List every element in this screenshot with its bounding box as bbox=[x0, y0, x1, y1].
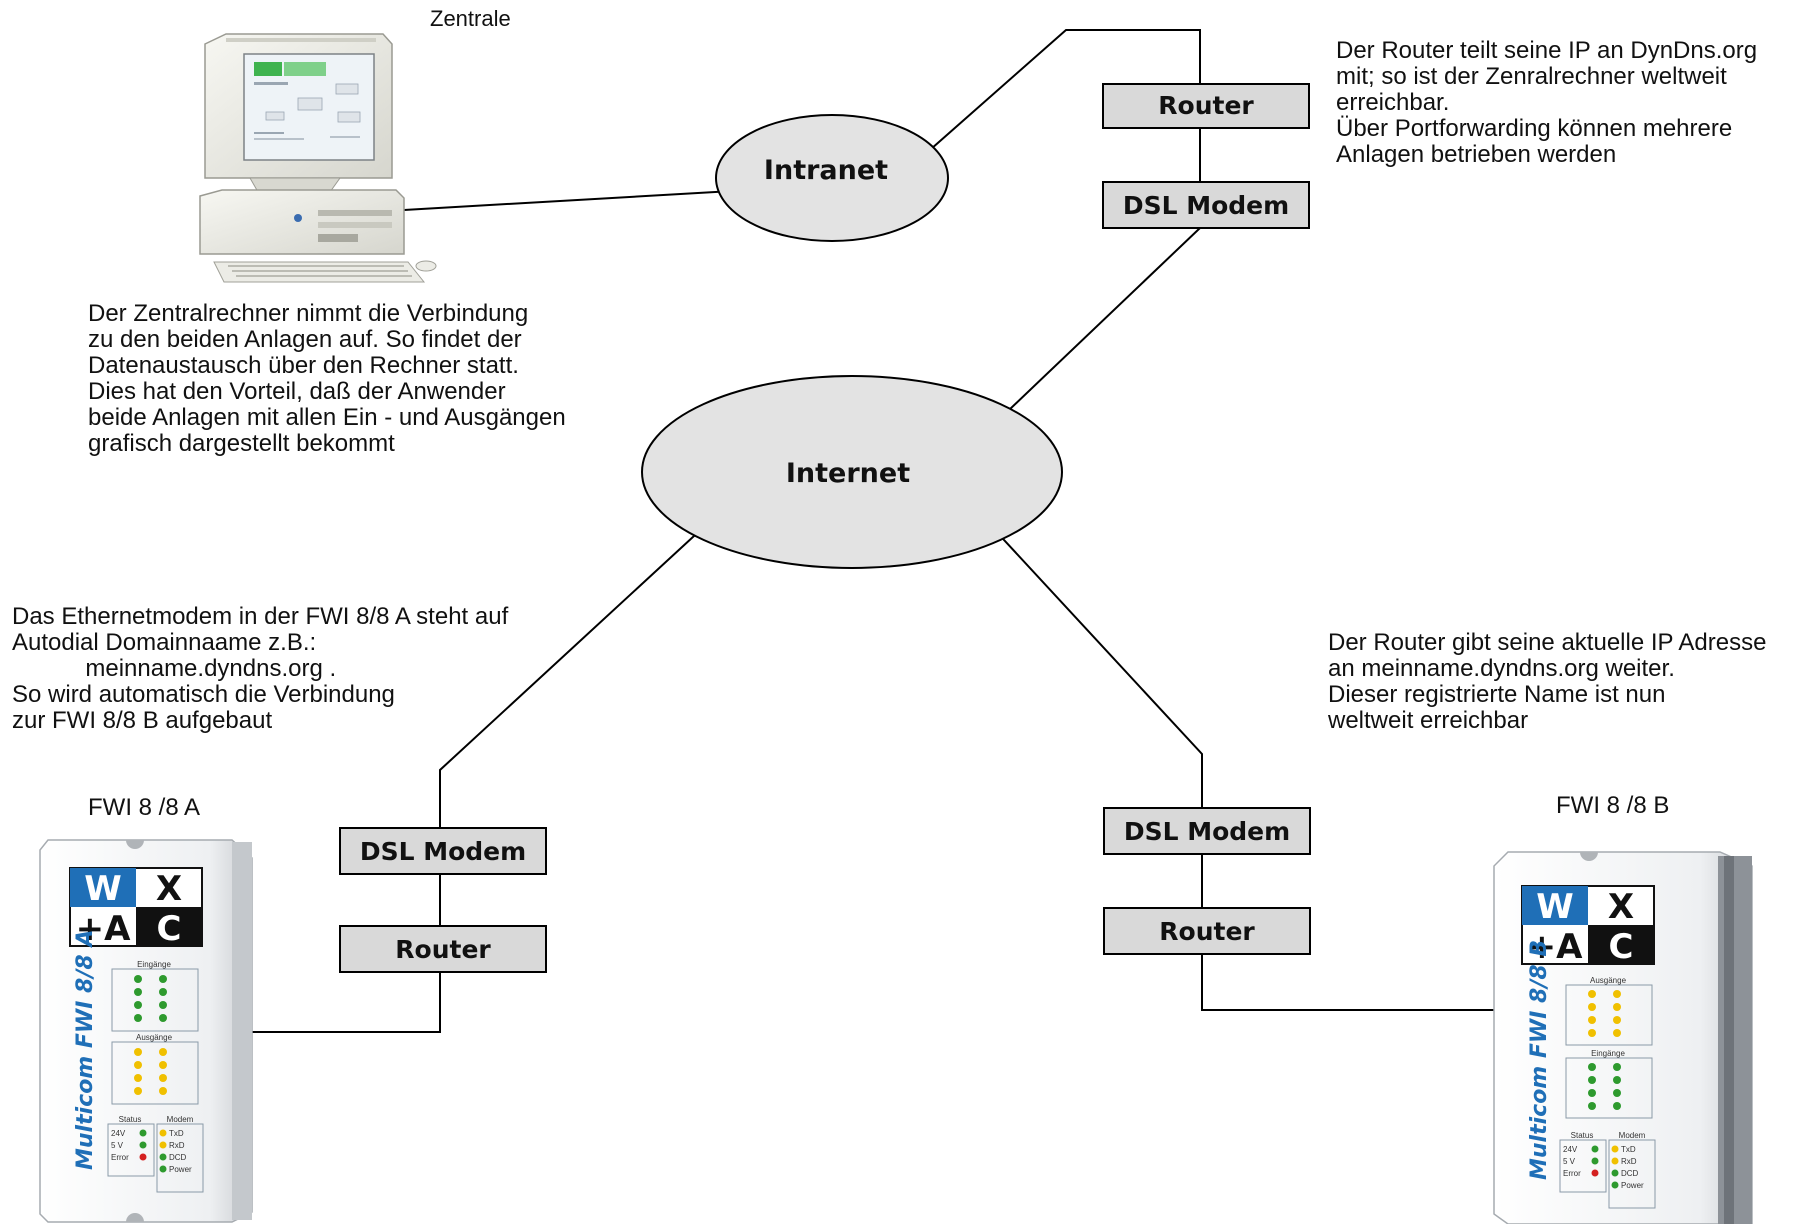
fwi-a-status-24v: 24V bbox=[111, 1129, 126, 1138]
fwi-a-modem-title: Modem bbox=[167, 1115, 194, 1124]
note-right-router: Der Router gibt seine aktuelle IP Adress… bbox=[1328, 629, 1767, 734]
fwi-b-device: W X +A C Multicom FWI 8/8 B Ausgänge Ein… bbox=[1493, 851, 1753, 1224]
fwi-a-modem-rxd: RxD bbox=[169, 1141, 185, 1150]
top-router-box: Router bbox=[1102, 83, 1310, 129]
fwi-b-group-2: Eingänge bbox=[1565, 1049, 1653, 1119]
svg-text:C: C bbox=[157, 909, 182, 949]
intranet-to-top-router-line bbox=[913, 29, 1201, 165]
fwi-b-group-2-title: Eingänge bbox=[1591, 1049, 1625, 1058]
right-router-box: Router bbox=[1103, 907, 1311, 955]
svg-text:+A: +A bbox=[76, 909, 131, 949]
fwi-b-modem-txd: TxD bbox=[1621, 1145, 1636, 1154]
fwi-b-status-error: Error bbox=[1563, 1169, 1581, 1178]
fwi-b-status-5v: 5 V bbox=[1563, 1157, 1576, 1166]
fwi-a-logo: W X +A C bbox=[69, 867, 203, 949]
top-modem-box: DSL Modem bbox=[1102, 181, 1310, 229]
pc-to-intranet-line bbox=[403, 189, 751, 211]
fwi-b-logo: W X +A C bbox=[1521, 885, 1655, 967]
right-router-label: Router bbox=[1159, 917, 1255, 946]
left-modem-box: DSL Modem bbox=[339, 827, 547, 875]
left-modem-label: DSL Modem bbox=[360, 837, 526, 866]
fwi-a-status-title: Status bbox=[119, 1115, 142, 1124]
fwi-a-status-error: Error bbox=[111, 1153, 129, 1162]
left-modem-to-internet-arrow bbox=[439, 500, 733, 828]
note-top-right: Der Router teilt seine IP an DynDns.org … bbox=[1336, 37, 1758, 168]
fwi-b-modem-dcd: DCD bbox=[1621, 1169, 1639, 1178]
top-modem-to-internet-arrow bbox=[987, 227, 1201, 431]
right-modem-to-internet-arrow bbox=[991, 526, 1203, 808]
internet-node: Internet bbox=[641, 375, 1063, 569]
fwi-a-group-1: Eingänge bbox=[111, 960, 199, 1032]
fwi-a-modem-dcd: DCD bbox=[169, 1153, 187, 1162]
connections bbox=[252, 29, 1494, 1033]
fwi-a-modem-txd: TxD bbox=[169, 1129, 184, 1138]
svg-text:W: W bbox=[84, 869, 122, 909]
fwi-a-status-panel: Status Modem 24V 5 V Error TxD RxD DCD P… bbox=[107, 1115, 204, 1193]
intranet-label: Intranet bbox=[764, 155, 888, 186]
right-router-to-fwi-b-line bbox=[1201, 954, 1494, 1011]
fwi-b-label: FWI 8 /8 B bbox=[1556, 792, 1670, 819]
svg-text:C: C bbox=[1609, 927, 1634, 967]
svg-text:+A: +A bbox=[1528, 927, 1583, 967]
fwi-b-group-1: Ausgänge bbox=[1565, 976, 1653, 1046]
zentrale-label: Zentrale bbox=[430, 6, 511, 31]
fwi-a-group-2-title: Ausgänge bbox=[136, 1033, 173, 1042]
left-router-to-fwi-a-line bbox=[252, 972, 441, 1033]
fwi-a-device: W X +A C Multicom FWI 8/8 A Eingänge Aus… bbox=[39, 839, 253, 1223]
top-router-label: Router bbox=[1158, 91, 1254, 120]
fwi-b-status-24v: 24V bbox=[1563, 1145, 1578, 1154]
svg-text:W: W bbox=[1536, 887, 1574, 927]
fwi-a-group-2: Ausgänge bbox=[111, 1033, 199, 1105]
fwi-a-label: FWI 8 /8 A bbox=[88, 794, 201, 821]
fwi-b-side-text: Multicom FWI 8/8 B bbox=[1527, 940, 1552, 1180]
fwi-b-modem-rxd: RxD bbox=[1621, 1157, 1637, 1166]
fwi-b-group-1-title: Ausgänge bbox=[1590, 976, 1627, 985]
fwi-b-modem-power: Power bbox=[1621, 1181, 1644, 1190]
right-modem-label: DSL Modem bbox=[1124, 817, 1290, 846]
left-router-label: Router bbox=[395, 935, 491, 964]
fwi-b-status-title: Status bbox=[1571, 1131, 1594, 1140]
fwi-b-modem-title: Modem bbox=[1619, 1131, 1646, 1140]
left-router-box: Router bbox=[339, 925, 547, 973]
fwi-a-modem-power: Power bbox=[169, 1165, 192, 1174]
svg-text:X: X bbox=[156, 869, 182, 909]
fwi-a-group-1-title: Eingänge bbox=[137, 960, 171, 969]
intranet-node: Intranet bbox=[715, 114, 949, 242]
note-central-computer: Der Zentralrechner nimmt die Verbindung … bbox=[88, 300, 566, 457]
note-left-ethernetmodem: Das Ethernetmodem in der FWI 8/8 A steht… bbox=[12, 603, 509, 734]
fwi-a-status-5v: 5 V bbox=[111, 1141, 124, 1150]
right-modem-box: DSL Modem bbox=[1103, 807, 1311, 855]
internet-label: Internet bbox=[786, 458, 910, 489]
central-computer-icon bbox=[199, 33, 437, 283]
top-modem-label: DSL Modem bbox=[1123, 191, 1289, 220]
fwi-b-status-panel: Status Modem 24V 5 V Error TxD RxD DCD P… bbox=[1559, 1131, 1656, 1209]
svg-text:X: X bbox=[1608, 887, 1634, 927]
fwi-a-side-text: Multicom FWI 8/8 A bbox=[73, 930, 98, 1170]
